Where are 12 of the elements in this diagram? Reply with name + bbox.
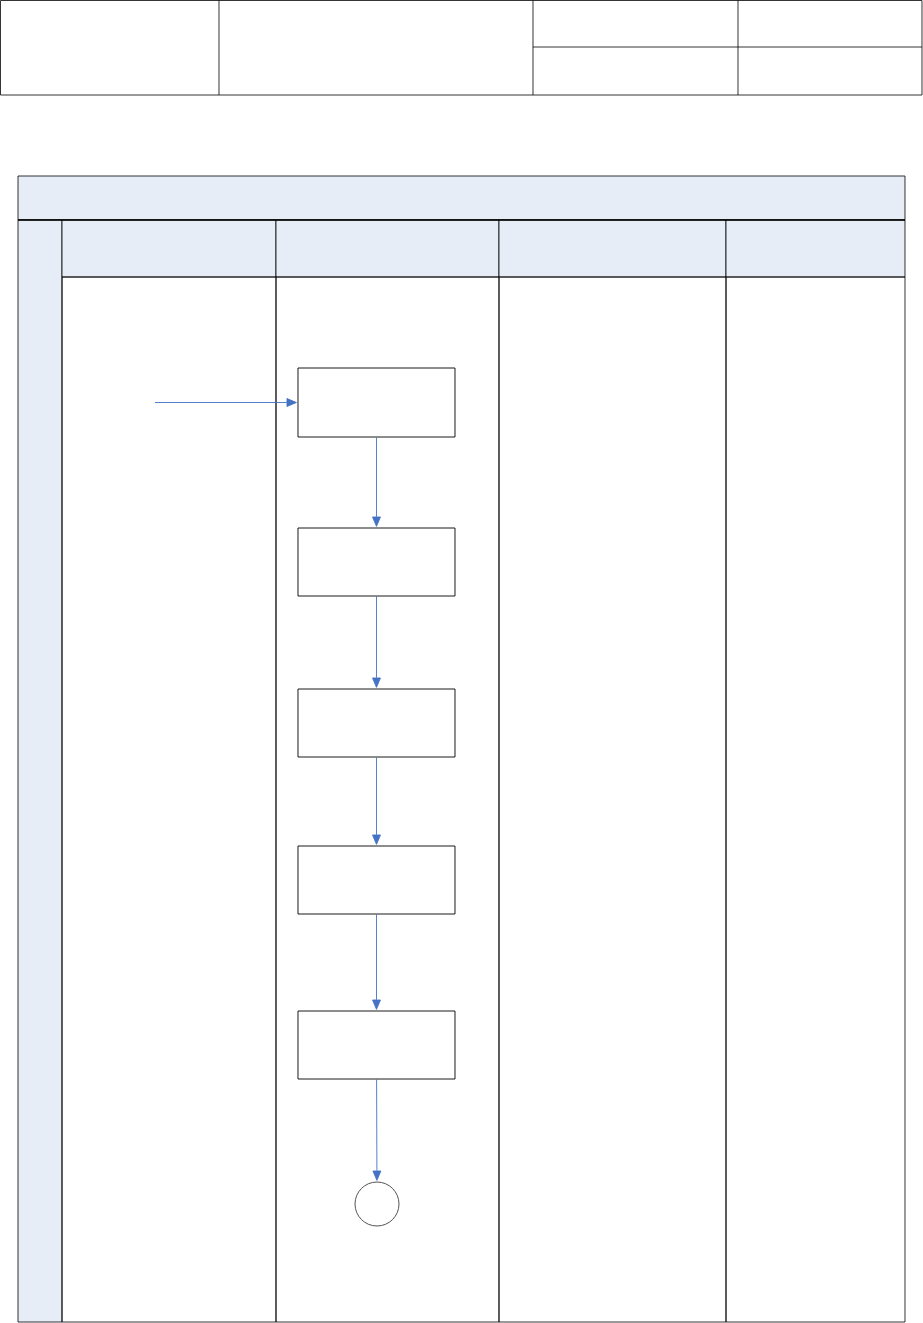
arrow <box>372 596 381 688</box>
arrow <box>154 398 297 407</box>
arrow <box>372 1079 382 1181</box>
process-box <box>297 1010 456 1080</box>
arrow <box>372 437 381 527</box>
arrow <box>372 757 381 845</box>
arrow <box>372 914 381 1010</box>
end-circle <box>354 1181 400 1227</box>
process-box <box>297 688 456 758</box>
process-box <box>297 527 456 597</box>
process-box <box>297 367 456 438</box>
process-box <box>297 845 456 915</box>
